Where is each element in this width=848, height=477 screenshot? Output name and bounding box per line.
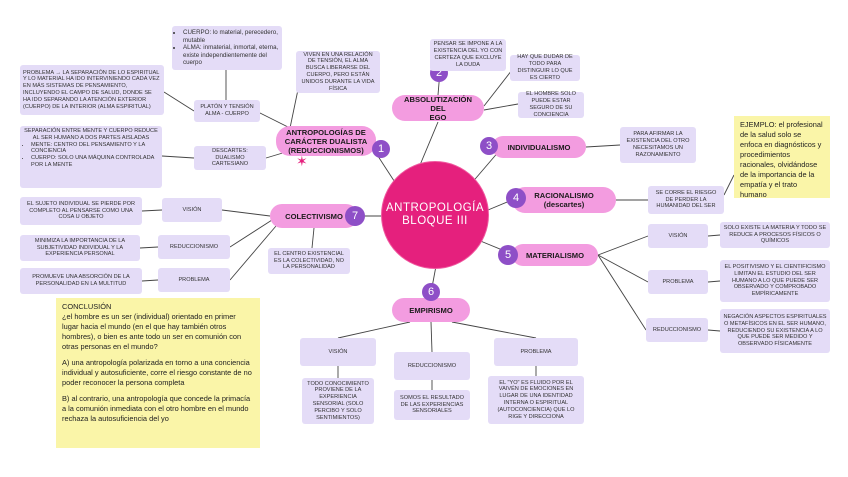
connector-line: [161, 155, 195, 159]
connector-line: [707, 234, 721, 237]
colectivismo-reduccionismo-desc[interactable]: MINIMIZA LA IMPORTANCIA DE LA SUBJETIVID…: [20, 235, 140, 261]
connector-line: [469, 149, 501, 186]
connector-line: [597, 254, 647, 331]
materialismo-vision-label[interactable]: VISIÓN: [648, 224, 708, 248]
branch-number-7: 7: [345, 206, 365, 226]
colectivismo-problema-label[interactable]: PROBLEMA: [158, 268, 230, 292]
central-title-line1: ANTROPOLOGÍA: [385, 202, 485, 214]
colectivismo-vision-desc[interactable]: EL SUJETO INDIVIDUAL SE PIERDE POR COMPL…: [20, 197, 142, 225]
alma-definition: ALMA: inmaterial, inmortal, eterna, exis…: [183, 44, 279, 66]
descartes-intro: SEPARACIÓN ENTRE MENTE Y CUERPO REDUCE A…: [24, 128, 158, 141]
connector-line: [483, 69, 513, 107]
connector-line: [597, 235, 649, 256]
branch-materialismo-label: MATERIALISMO: [525, 250, 585, 260]
cuerpo-definition: CUERPO: lo material, perecedero, mutable: [183, 29, 279, 44]
branch-number-1: 1: [372, 140, 390, 158]
connector-line: [723, 174, 735, 196]
cuerpo-alma-note[interactable]: CUERPO: lo material, perecedero, mutable…: [172, 26, 282, 70]
branch-individualismo[interactable]: INDIVIDUALISMO: [492, 136, 586, 158]
connector-line: [597, 254, 649, 283]
connector-line: [430, 321, 433, 353]
problema-separacion[interactable]: PROBLEMA → LA SEPARACIÓN DE LO ESPIRITUA…: [20, 65, 164, 115]
ejemplo-text: el profesional de la salud solo se enfoc…: [740, 120, 823, 199]
branch-empirismo-label: EMPIRISMO: [409, 305, 453, 315]
connector-line: [141, 279, 159, 282]
branch-dualismo-line1: ANTROPOLOGÍAS DE: [286, 127, 366, 137]
connector-line: [707, 280, 721, 283]
materialismo-problema-label[interactable]: PROBLEMA: [648, 270, 708, 294]
connector-line: [337, 321, 411, 339]
racionalismo-ejemplo-note[interactable]: EJEMPLO: el profesional de la salud solo…: [734, 116, 830, 199]
colectivismo-reduccionismo-label[interactable]: REDUCCIONISMO: [158, 235, 230, 259]
central-title-line2: BLOQUE III: [402, 215, 468, 227]
ego-dudar[interactable]: HAY QUE DUDAR DE TODO PARA DISTINGUIR LO…: [510, 54, 580, 81]
connector-line: [257, 111, 291, 129]
branch-number-6: 6: [422, 283, 440, 301]
ego-hombre[interactable]: EL HOMBRE SOLO PUEDE ESTAR SEGURO DE SU …: [518, 91, 584, 118]
branch-racionalismo-line1: RACIONALISMO: [534, 191, 594, 200]
branch-dualismo-line2: CARÁCTER DUALISTA: [284, 136, 368, 146]
empirismo-problema-desc[interactable]: EL "YO" ES FLUIDO POR EL VAIVÉN DE EMOCI…: [488, 376, 584, 424]
empirismo-problema-label[interactable]: PROBLEMA: [494, 338, 578, 366]
connector-line: [311, 227, 315, 249]
branch-materialismo[interactable]: MATERIALISMO: [512, 244, 598, 266]
conclusion-question: ¿el hombre es un ser (individual) orient…: [62, 312, 242, 351]
branch-empirismo[interactable]: EMPIRISMO: [392, 298, 470, 322]
branch-colectivismo[interactable]: COLECTIVISMO: [270, 204, 358, 228]
connector-line: [221, 209, 271, 217]
racionalismo-description[interactable]: SE CORRE EL RIESGO DE PERDER LA HUMANIDA…: [648, 186, 724, 214]
branch-colectivismo-label: COLECTIVISMO: [285, 211, 343, 221]
branch-number-4: 4: [506, 188, 526, 208]
conclusion-note[interactable]: CONCLUSIÓN ¿el hombre es un ser (individ…: [56, 298, 260, 448]
connector-line: [585, 144, 621, 148]
star-doodle-icon: ✶: [296, 153, 308, 169]
colectivismo-centro-desc[interactable]: EL CENTRO EXISTENCIAL ES LA COLECTIVIDAD…: [268, 248, 350, 274]
descartes-mente: MENTE: CENTRO DEL PENSAMIENTO Y LA CONCI…: [31, 142, 159, 156]
branch-dualismo-line3: (REDUCCIONISMOS): [288, 145, 364, 155]
individualismo-description[interactable]: PARA AFIRMAR LA EXISTENCIA DEL OTRO NECE…: [620, 127, 696, 163]
branch-number-5: 5: [498, 245, 518, 265]
colectivismo-vision-label[interactable]: VISIÓN: [162, 198, 222, 222]
descartes-label[interactable]: DESCARTES: DUALISMO CARTESIANO: [194, 146, 266, 170]
branch-racionalismo[interactable]: RACIONALISMO(descartes): [512, 187, 616, 213]
branch-individualismo-label: INDIVIDUALISMO: [507, 142, 571, 152]
branch-ego-line2: EGO: [429, 112, 447, 122]
platon-description[interactable]: VIVEN EN UNA RELACIÓN DE TENSIÓN, EL ALM…: [296, 51, 380, 93]
connector-line: [163, 91, 195, 112]
empirismo-vision-desc[interactable]: TODO CONOCIMIENTO PROVIENE DE LA EXPERIE…: [302, 378, 374, 424]
connector-line: [139, 246, 159, 249]
ego-pensar[interactable]: PENSAR SE IMPONE A LA EXISTENCIA DEL YO …: [430, 39, 506, 71]
connector-line: [707, 329, 721, 332]
materialismo-reduccionismo-desc[interactable]: NEGACIÓN ASPECTOS ESPIRITUALES O METAFÍS…: [720, 309, 830, 353]
ejemplo-label: EJEMPLO:: [740, 120, 777, 129]
connector-line: [229, 219, 273, 248]
conclusion-title: CONCLUSIÓN: [62, 302, 112, 311]
colectivismo-problema-desc[interactable]: PROMUEVE UNA ABSORCIÓN DE LA PERSONALIDA…: [20, 268, 142, 294]
connector-line: [419, 121, 439, 166]
empirismo-reduccionismo-desc[interactable]: SOMOS EL RESULTADO DE LAS EXPERIENCIAS S…: [394, 390, 470, 420]
empirismo-reduccionismo-label[interactable]: REDUCCIONISMO: [394, 352, 470, 380]
empirismo-vision-label[interactable]: VISIÓN: [300, 338, 376, 366]
materialismo-vision-desc[interactable]: SOLO EXISTE LA MATERIA Y TODO SE REDUCE …: [720, 222, 830, 248]
branch-number-3: 3: [480, 137, 498, 155]
descartes-cuerpo: CUERPO: SOLO UNA MÁQUINA CONTROLADA POR …: [31, 155, 159, 169]
connector-line: [229, 225, 277, 281]
platon-label[interactable]: PLATÓN Y TENSIÓN ALMA - CUERPO: [194, 100, 260, 122]
connector-line: [141, 209, 163, 212]
materialismo-reduccionismo-label[interactable]: REDUCCIONISMO: [646, 318, 708, 342]
materialismo-problema-desc[interactable]: EL POSITIVISMO Y EL CIENTIFICISMO LIMITA…: [720, 260, 830, 302]
descartes-description[interactable]: SEPARACIÓN ENTRE MENTE Y CUERPO REDUCE A…: [20, 126, 162, 188]
conclusion-option-b: B) al contrario, una antropología que co…: [62, 394, 251, 423]
branch-racionalismo-line2: (descartes): [543, 200, 585, 209]
conclusion-option-a: A) una antropología polarizada en torno …: [62, 358, 252, 387]
connector-line: [451, 321, 537, 339]
branch-ego-line1: ABSOLUTIZACIÓN DEL: [404, 94, 472, 113]
connector-line: [483, 103, 519, 111]
